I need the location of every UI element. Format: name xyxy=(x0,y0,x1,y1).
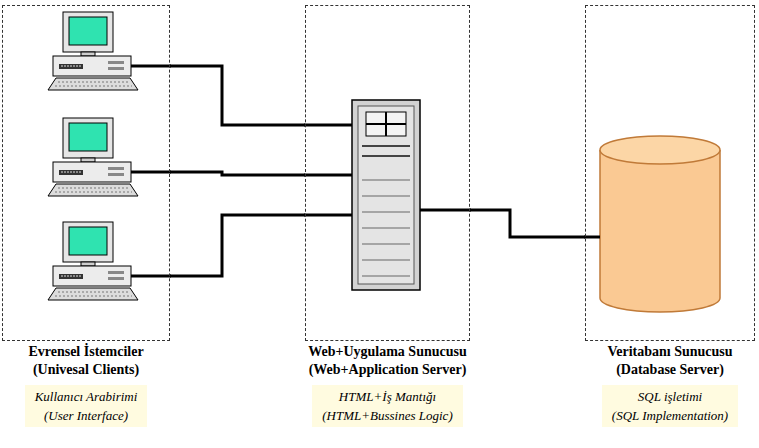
client-computer xyxy=(48,222,138,300)
tier-name: (Univesal Clients) xyxy=(0,361,209,379)
network-link xyxy=(170,172,305,175)
tier-role: HTML+İş Mantığı xyxy=(322,387,452,406)
tier-name: (Web+Application Server) xyxy=(266,361,509,379)
tier-name: Veritabanı Sunucusu xyxy=(546,343,759,361)
tier-caption: Evrensel İstemciler(Univesal Clients) Kul… xyxy=(0,343,209,427)
tier-role: (SQL Implementation) xyxy=(612,406,728,425)
tier-caption: Web+Uygulama Sunucusu(Web+Application Se… xyxy=(266,343,509,427)
tier-caption: Veritabanı Sunucusu(Database Server) SQL … xyxy=(546,343,759,427)
tier-region: Evrensel İstemciler(Univesal Clients)Kul… xyxy=(2,5,170,341)
tier-name: Web+Uygulama Sunucusu xyxy=(266,343,509,361)
role-band: Kullanıcı Arabirimi(User Interface) xyxy=(25,385,148,427)
role-band: HTML+İş Mantığı(HTML+Bussines Logic) xyxy=(312,385,462,427)
role-band: SQL işletimi(SQL Implementation) xyxy=(602,385,738,427)
tier-role: SQL işletimi xyxy=(612,387,728,406)
network-link xyxy=(170,66,305,125)
network-link xyxy=(470,210,585,237)
tier-role: (User Interface) xyxy=(35,406,138,425)
tier-role: Kullanıcı Arabirimi xyxy=(35,387,138,406)
tier-role: (HTML+Bussines Logic) xyxy=(322,406,452,425)
tier-heading: Web+Uygulama Sunucusu(Web+Application Se… xyxy=(266,343,509,379)
tier-heading: Evrensel İstemciler(Univesal Clients) xyxy=(0,343,209,379)
tier-region: Veritabanı Sunucusu(Database Server)SQL … xyxy=(585,5,755,341)
client-computer xyxy=(48,118,138,196)
tier-name: Evrensel İstemciler xyxy=(0,343,209,361)
cable-stub xyxy=(131,66,600,276)
server-tower xyxy=(352,100,420,290)
network-link xyxy=(170,215,305,276)
tier-name: (Database Server) xyxy=(546,361,759,379)
client-computer xyxy=(48,12,138,90)
tier-heading: Veritabanı Sunucusu(Database Server) xyxy=(546,343,759,379)
database-cylinder xyxy=(600,136,720,312)
tier-region: Web+Uygulama Sunucusu(Web+Application Se… xyxy=(305,5,470,341)
